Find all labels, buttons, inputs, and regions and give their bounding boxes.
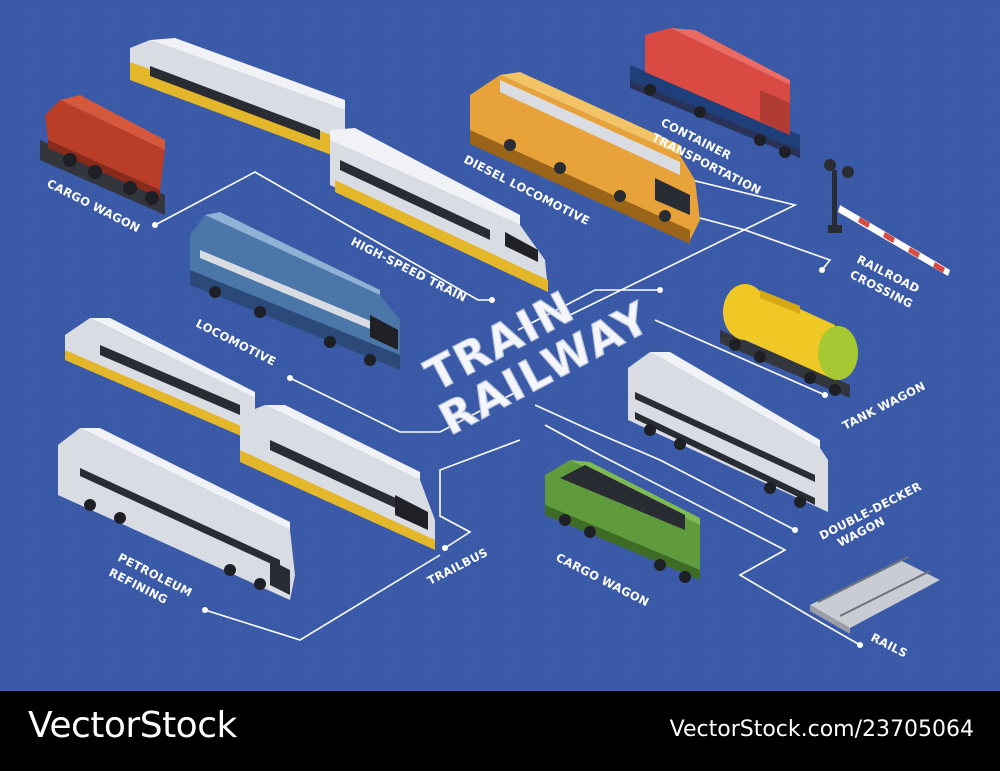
cargo-wagon-red: [40, 95, 165, 215]
tank-wagon: [720, 284, 858, 398]
railway-infographic: TRAIN RAILWAY CARGO WAGON HIGH-SPEED TRA…: [0, 0, 1000, 691]
diesel-locomotive: [470, 72, 700, 244]
cargo-wagon-green: [545, 460, 700, 583]
connector-dots: [152, 167, 863, 648]
petroleum-refining-car: [58, 428, 295, 600]
footer-bar: VectorStock VectorStock.com/23705064: [0, 691, 1000, 771]
connector-lines: [154, 169, 861, 646]
double-decker-wagon: [628, 352, 828, 512]
high-speed-train: [130, 38, 548, 292]
rails: [810, 556, 940, 634]
brand-logo: VectorStock: [28, 705, 237, 746]
container-wagon: [630, 28, 800, 158]
trailbus: [65, 318, 435, 550]
stock-id: VectorStock.com/23705064: [669, 717, 974, 742]
locomotive-blue: [190, 212, 400, 370]
railroad-crossing: [824, 159, 950, 276]
